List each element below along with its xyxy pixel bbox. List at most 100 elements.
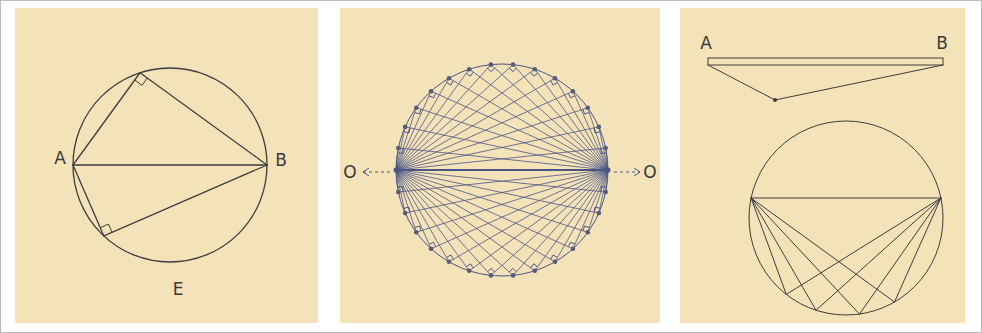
point-label: B <box>275 152 287 169</box>
arrow-head <box>363 168 369 176</box>
point-dot <box>394 168 399 173</box>
line-segment <box>816 198 941 310</box>
right-angle-marker <box>429 242 436 247</box>
point-dot <box>429 246 434 251</box>
line-segment <box>140 73 267 165</box>
line-segment <box>431 170 608 249</box>
right-angle-marker <box>509 268 516 272</box>
line-segment <box>396 91 431 170</box>
line-segment <box>555 170 608 262</box>
line-segment <box>396 170 416 232</box>
circle <box>73 68 267 262</box>
point-dot <box>414 105 419 110</box>
point-dot <box>403 211 408 216</box>
right-angle-marker <box>447 81 454 85</box>
paper-panel <box>680 8 965 323</box>
circle <box>749 121 943 315</box>
line-segment <box>396 127 599 170</box>
line-segment <box>396 170 491 275</box>
line-segment <box>396 65 513 170</box>
right-angle-marker <box>466 264 473 268</box>
point-dot <box>467 269 472 274</box>
line-segment <box>416 170 608 232</box>
point-label: E <box>173 281 184 298</box>
point-dot <box>585 105 590 110</box>
paper-panel <box>340 8 660 323</box>
right-angle-marker <box>488 68 495 72</box>
point-label: A <box>700 35 712 52</box>
dashed-arrow <box>363 172 390 173</box>
line-segment <box>606 148 608 170</box>
chord-figure <box>708 58 943 315</box>
line-segment <box>73 73 140 165</box>
point-dot <box>447 76 452 81</box>
line-segment <box>104 165 267 236</box>
diameter <box>73 164 267 165</box>
point-dot <box>396 190 401 195</box>
point-dot <box>532 269 537 274</box>
point-dot <box>773 98 777 102</box>
line-segment <box>396 170 469 271</box>
line-segment <box>396 91 573 170</box>
line-segment <box>449 170 608 262</box>
point-dot <box>532 67 537 72</box>
point-dot <box>511 273 516 278</box>
right-angle-marker <box>488 268 495 272</box>
line-segment <box>708 65 775 100</box>
point-dot <box>429 89 434 94</box>
line-segment <box>396 69 469 170</box>
right-angle-marker <box>583 226 589 231</box>
line-segment <box>405 170 608 213</box>
point-dot <box>489 62 494 67</box>
line-segment <box>491 170 608 275</box>
line-segment <box>751 198 894 302</box>
right-angle-marker <box>551 81 558 85</box>
line-segment <box>73 165 104 236</box>
line-segment <box>396 78 555 170</box>
point-dot <box>489 273 494 278</box>
point-dot <box>553 76 558 81</box>
dashed-arrow <box>614 172 640 173</box>
line-segment <box>396 170 431 249</box>
point-dot <box>597 211 602 216</box>
chord <box>751 197 941 198</box>
line-segment <box>573 170 608 249</box>
many-triangles-figure <box>363 62 640 277</box>
line-segment <box>775 65 943 100</box>
right-angle-marker <box>415 109 421 114</box>
point-dot <box>597 125 602 130</box>
point-dot <box>511 62 516 67</box>
line-segment <box>513 65 608 170</box>
line-segment <box>396 78 449 170</box>
point-dot <box>585 230 590 235</box>
point-dot <box>603 146 608 151</box>
line-segment <box>895 198 941 302</box>
right-angle-marker <box>568 242 575 247</box>
right-angle-marker <box>531 72 538 76</box>
line-segment <box>398 170 608 192</box>
right-angle-marker <box>135 78 148 85</box>
line-segment <box>416 108 608 170</box>
right-angle-marker <box>531 264 538 268</box>
point-label: O <box>343 164 356 181</box>
right-angle-marker <box>415 226 421 231</box>
right-angle-marker <box>429 93 436 98</box>
point-label: O <box>643 164 656 181</box>
line-segment <box>396 148 606 170</box>
line-segment <box>405 127 608 170</box>
line-segment <box>535 69 608 170</box>
line-segment <box>396 170 588 232</box>
right-angle-marker <box>551 255 558 259</box>
line-segment <box>396 170 398 192</box>
arrow-head <box>634 168 640 176</box>
right-angle-marker <box>509 68 516 72</box>
point-dot <box>571 246 576 251</box>
point-dot <box>571 89 576 94</box>
point-dot <box>396 146 401 151</box>
line-segment <box>751 198 859 314</box>
line-segment <box>396 170 449 262</box>
point-dot <box>603 190 608 195</box>
